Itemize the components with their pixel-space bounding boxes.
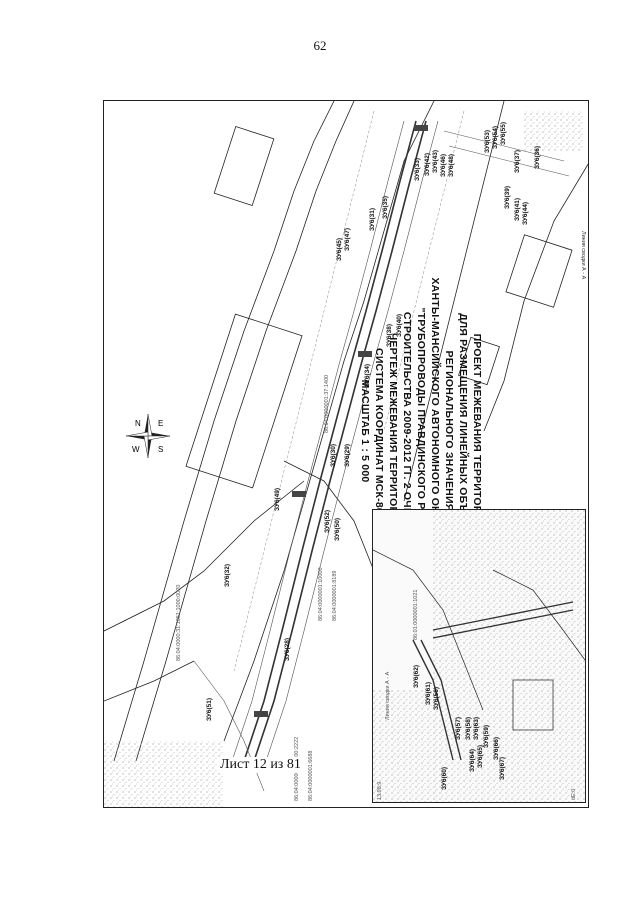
plot-label: ЗУ6(41) [514, 197, 521, 221]
plot-label: ЗУ6(45) [336, 237, 343, 261]
plot-label: ЗУ6(65) [477, 744, 484, 768]
compass-n: N [135, 419, 141, 428]
plot-label: ЗУ6(28) [284, 637, 291, 661]
plot-label: ЗУ6(33) [414, 157, 421, 181]
plot-label: ЗУ6(42) [424, 152, 431, 176]
plot-label: ЗУ6(64) [469, 748, 476, 772]
plot-label: ЗУ6(40) [396, 313, 403, 337]
plot-label: ЗУ6(62) [413, 664, 420, 688]
plot-label: ЗУ6(51) [206, 697, 213, 721]
plot-label: ЗУ6(52) [324, 509, 331, 533]
plot-label: ЗУ6(53) [484, 129, 491, 153]
cadastral-number: 86:04:0000001:37:1400 [324, 374, 330, 433]
cadastral-number: 86:04:0000001:8189 [332, 570, 338, 621]
cadastral-number: 86:01:0000001:1021 [413, 589, 419, 640]
plot-label: ЗУ6(35) [382, 195, 389, 219]
plot-label: ЗУ6(60) [441, 766, 448, 790]
title-line: МАСШТАБ 1 : 5 000 [359, 379, 371, 483]
plot-label: ЗУ6(31) [369, 207, 376, 231]
plot-label: ЗУ6(48) [448, 153, 455, 177]
plot-label: ЗУ6(32) [224, 563, 231, 587]
compass-w: W [132, 445, 140, 454]
plot-label: ЗУ6(30) [330, 443, 337, 467]
inset-match-line-label: Линия сводки А - А [385, 671, 391, 720]
plot-label: ЗУ6(44) [522, 201, 529, 225]
plot-label: ЗУ6(37) [514, 149, 521, 173]
inset-bottom-label: dE:0 [571, 788, 577, 800]
plot-label: ЗУ6(54) [492, 125, 499, 149]
plot-label: ЗУ6(29) [344, 443, 351, 467]
compass-rose-icon: N E S W [118, 406, 178, 466]
inset-drawing [373, 510, 585, 802]
plot-label: ЗУ6(36) [534, 145, 541, 169]
plot-label: ЗУ6(47) [344, 227, 351, 251]
plot-label: ЗУ6(58) [465, 716, 472, 740]
plot-label: ЗУ6(34) [364, 363, 371, 387]
plot-label: ЗУ6(50) [334, 517, 341, 541]
compass-s: S [158, 445, 163, 454]
compass-e: E [158, 419, 163, 428]
plot-label: ЗУ6(55) [500, 121, 507, 145]
plot-label: ЗУ6(38) [386, 323, 393, 347]
inset-map: ЗУ6(56) ЗУ6(57) ЗУ6(58) ЗУ6(59) ЗУ6(60) … [372, 509, 586, 803]
map-frame: ПРОЕКТ МЕЖЕВАНИЯ ТЕРРИТОРИИ ДЛЯ РАЗМЕЩЕН… [103, 100, 589, 808]
inset-bottom-label: 13:98:9 [377, 781, 383, 800]
match-line-label: Линия сводки А - А [580, 231, 586, 280]
sheet-label: Лист 12 из 81 [217, 757, 304, 773]
plot-label: ЗУ6(63) [473, 716, 480, 740]
cadastral-number: 86:04:0000001:10000 [318, 567, 324, 621]
cadastral-number: 86:04:0000:31:1051:1000:0020 [176, 584, 182, 661]
plot-label: ЗУ6(39) [504, 185, 511, 209]
page-number: 62 [313, 38, 327, 53]
map-drawing [104, 101, 588, 807]
plot-label: ЗУ6(43) [432, 149, 439, 173]
plot-label: ЗУ6(67) [499, 756, 506, 780]
plot-label: ЗУ6(46) [440, 153, 447, 177]
plot-label: ЗУ6(59) [483, 724, 490, 748]
plot-label: ЗУ6(49) [274, 487, 281, 511]
plot-label: ЗУ6(57) [455, 716, 462, 740]
cadastral-number: 86:04:0000001:6688 [308, 750, 314, 801]
plot-label: ЗУ6(56) [433, 686, 440, 710]
plot-label: ЗУ6(61) [425, 681, 432, 705]
